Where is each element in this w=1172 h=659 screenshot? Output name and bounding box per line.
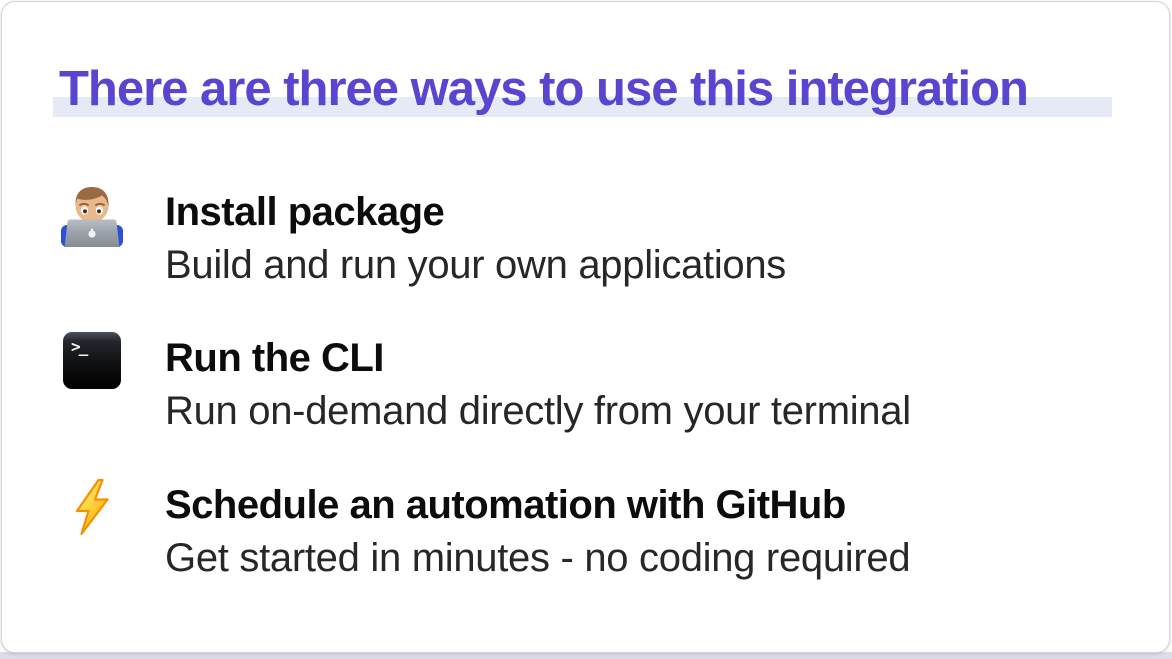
page-title: There are three ways to use this integra…	[59, 62, 1029, 116]
bottom-page-strip	[0, 652, 1172, 659]
item-title: Schedule an automation with GitHub	[165, 483, 846, 527]
list-item-install-package: Install package Build and run your own a…	[59, 186, 786, 287]
item-subtitle: Get started in minutes - no coding requi…	[165, 536, 911, 580]
item-subtitle: Run on-demand directly from your termina…	[165, 389, 911, 433]
title-highlight	[53, 97, 1112, 117]
list-item-text: Schedule an automation with GitHub Get s…	[165, 483, 911, 580]
technologist-icon	[59, 182, 125, 247]
list-item-schedule-automation: Schedule an automation with GitHub Get s…	[59, 478, 911, 580]
lightning-icon	[59, 475, 125, 539]
terminal-icon: >_	[59, 328, 125, 392]
item-subtitle: Build and run your own applications	[165, 243, 787, 287]
terminal-prompt-glyph: >_	[63, 331, 121, 389]
list-item-text: Install package Build and run your own a…	[165, 190, 786, 287]
list-item-run-cli: >_ Run the CLI Run on-demand directly fr…	[59, 331, 911, 433]
list-item-text: Run the CLI Run on-demand directly from …	[165, 336, 911, 433]
item-title: Install package	[165, 190, 445, 234]
item-title: Run the CLI	[165, 336, 384, 380]
